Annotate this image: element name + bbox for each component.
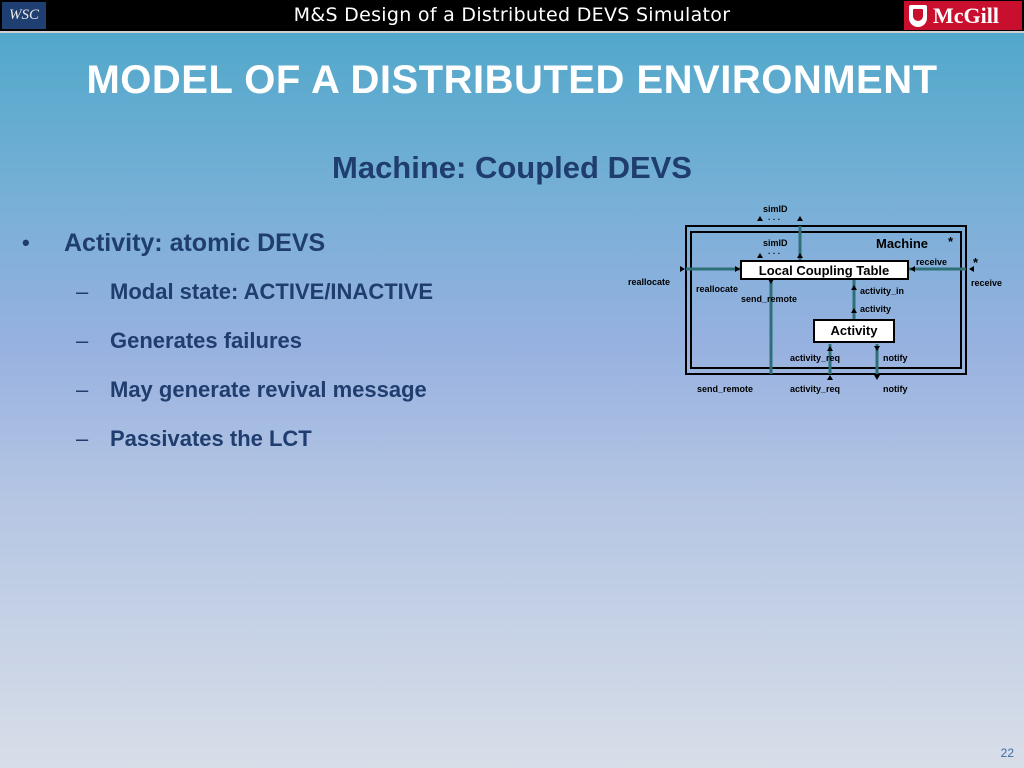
sub-bullet-item: – May generate revival message [76, 373, 433, 407]
machine-outer-frame [685, 225, 967, 375]
bullet-list: • Activity: atomic DEVS – Modal state: A… [22, 226, 433, 456]
port-label-activity: activity [860, 304, 891, 314]
sub-bullet-text: Generates failures [110, 328, 302, 353]
port-label-send-remote-inner: send_remote [741, 294, 797, 304]
machine-star: * [948, 234, 954, 249]
port-label-receive-outer: receive [971, 278, 1002, 288]
dash-icon: – [76, 328, 89, 353]
activity-block [813, 319, 895, 343]
machine-inner-frame [690, 231, 962, 369]
dots-inner: · · · [768, 249, 780, 258]
lct-block [740, 260, 909, 280]
sub-bullet-text: May generate revival message [110, 377, 427, 402]
slide-title: MODEL OF A DISTRIBUTED ENVIRONMENT [86, 58, 938, 102]
port-label-activity-req-inner: activity_req [790, 353, 840, 363]
activity-label: Activity [831, 323, 879, 338]
lct-label: Local Coupling Table [759, 263, 889, 278]
machine-label: Machine [876, 236, 928, 251]
shield-icon [909, 4, 927, 27]
port-label-send-remote-outer: send_remote [697, 384, 753, 394]
bullet-text: Activity: atomic DEVS [64, 228, 326, 257]
port-label-notify-outer: notify [883, 384, 908, 394]
sub-bullet-item: – Passivates the LCT [76, 422, 433, 456]
receive-star: * [973, 255, 979, 270]
sub-bullet-item: – Modal state: ACTIVE/INACTIVE [76, 275, 433, 309]
port-label-receive-inner: receive [916, 257, 947, 267]
header-title: M&S Design of a Distributed DEVS Simulat… [293, 4, 731, 26]
mcgill-logo-text: McGill [933, 2, 999, 28]
port-label-activity-in: activity_in [860, 286, 904, 296]
port-label-notify-inner: notify [883, 353, 908, 363]
port-label-activity-req-outer: activity_req [790, 384, 840, 394]
port-label-reallocate-outer: reallocate [628, 277, 670, 287]
slide-subtitle: Machine: Coupled DEVS [332, 150, 692, 185]
sub-bullet-text: Modal state: ACTIVE/INACTIVE [110, 279, 434, 304]
port-label-simid-top: simID [763, 204, 788, 214]
dash-icon: – [76, 279, 89, 304]
dots-top: · · · [768, 215, 780, 224]
bullet-dot-icon: • [22, 230, 30, 255]
dash-icon: – [76, 377, 89, 402]
mcgill-logo: McGill [904, 1, 1022, 30]
top-bar: WSC M&S Design of a Distributed DEVS Sim… [0, 0, 1024, 33]
sub-bullet-item: – Generates failures [76, 324, 433, 358]
wsc-logo: WSC [2, 2, 46, 29]
port-label-reallocate-inner: reallocate [696, 284, 738, 294]
machine-diagram: Local Coupling Table Activity Machine * … [628, 204, 1002, 394]
page-number: 22 [1000, 746, 1014, 760]
sub-bullet-text: Passivates the LCT [110, 426, 312, 451]
port-label-simid-inner: simID [763, 238, 788, 248]
port-markers [680, 216, 974, 380]
dash-icon: – [76, 426, 89, 451]
bullet-item: • Activity: atomic DEVS [22, 226, 433, 260]
